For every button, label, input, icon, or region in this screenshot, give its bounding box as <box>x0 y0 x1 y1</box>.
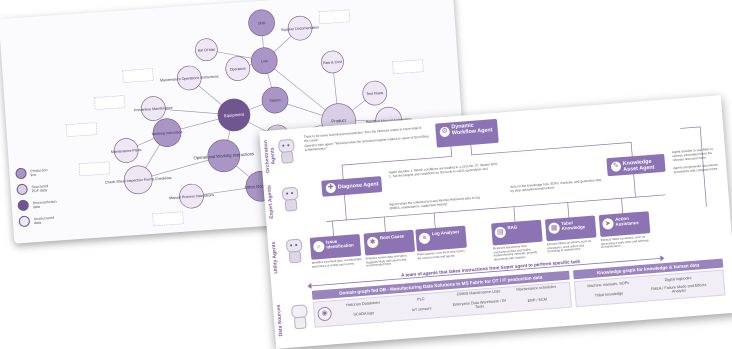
legend-label: Process/Action data <box>32 199 57 209</box>
graph-node-label: Bill Of Mat <box>198 48 215 53</box>
graph-annotation-box <box>392 59 424 75</box>
graph-node-label: Preventive Maintenance <box>134 106 173 113</box>
graph-node[interactable]: Operators <box>225 56 251 82</box>
graph-annotation-box <box>122 68 154 83</box>
table-icon: ▦ <box>548 222 561 235</box>
graph-node-label: Test Flows <box>366 91 383 96</box>
log-analyser-agent[interactable]: ≡ Log Analyser <box>415 225 467 252</box>
database-robot-icon <box>287 304 311 330</box>
graph-node-label: Maintenance Operations Instructions <box>160 74 219 82</box>
diagnose-icon: ✚ <box>325 182 337 194</box>
connector-lines <box>326 126 707 237</box>
graph-annotation-box <box>65 122 98 137</box>
graph-node-label: Working Instruction <box>152 130 183 136</box>
graph-node-circle <box>176 65 202 91</box>
agent-architecture-slide: Orchestration Agents Expert Agents Utili… <box>259 95 732 349</box>
graph-node-circle <box>207 139 241 173</box>
search-icon: ⌕ <box>312 240 325 253</box>
graph-node-circle <box>362 80 388 106</box>
legend-label: Unstructured data <box>33 215 55 225</box>
legend-swatch <box>18 215 31 228</box>
team-banner-arrow <box>307 255 665 289</box>
graph-node[interactable]: Station <box>261 86 289 114</box>
legend-label: Structured PDF data <box>31 183 49 193</box>
graph-node-circle <box>321 50 344 74</box>
legend-swatch <box>16 183 29 196</box>
graph-node-circle <box>248 9 275 37</box>
workflow-icon: ⚙ <box>439 126 451 138</box>
graph-node-circle <box>195 38 218 62</box>
action-assistance-agent[interactable]: ➤ Action Assistance <box>598 211 651 238</box>
legend-swatch <box>17 199 30 212</box>
action-icon: ➤ <box>602 218 614 230</box>
graph-node[interactable]: Raw & Cost <box>321 50 344 74</box>
graph-node[interactable]: Equipment <box>217 98 251 132</box>
graph-legend: Production line Structured PDF data Proc… <box>15 166 57 232</box>
dynamic-workflow-agent[interactable]: ⚙ Dynamic Workflow Agent <box>435 118 499 148</box>
graph-node-circle <box>113 138 139 163</box>
legend-item: Structured PDF data <box>16 182 54 196</box>
graph-node-label: Line <box>261 59 268 63</box>
robot-icon <box>282 238 306 264</box>
graph-node[interactable]: Supplier Documentation <box>280 15 320 42</box>
graph-node-label: Supplier Documentation <box>281 25 320 32</box>
graph-node-label: Maintenance Plans <box>111 148 142 154</box>
graph-node[interactable]: Check Sheet Inspection Forms Checklists <box>104 164 173 197</box>
graph-node-label: Operational Working Instructions <box>193 151 254 160</box>
legend-label: Production line <box>30 167 48 177</box>
graph-node-circle <box>225 56 251 81</box>
graph-node-circle <box>287 15 313 41</box>
robot-icon <box>278 186 302 212</box>
document-icon: ▤ <box>494 226 507 239</box>
graph-node[interactable]: Line <box>250 47 278 75</box>
graph-node-circle <box>250 47 278 75</box>
graph-node-label: Manual Process Instructions <box>169 193 215 200</box>
robot-icon <box>274 138 298 165</box>
tabul-knowledge-agent[interactable]: ▦ Tabul Knowledge <box>544 215 597 242</box>
graph-node-circle <box>123 165 153 195</box>
graph-annotation-box <box>152 211 184 227</box>
graph-node[interactable]: Test Flows <box>362 80 388 106</box>
graph-node[interactable]: Preventive Maintenance <box>133 95 173 122</box>
legend-item: Unstructured data <box>18 214 57 228</box>
graph-annotation-box <box>318 9 351 25</box>
graph-node-label: Operators <box>230 67 246 72</box>
graph-node-circle <box>141 96 166 121</box>
knowledge-icon: ✎ <box>610 161 622 172</box>
graph-node-circle <box>261 86 289 114</box>
graph-node[interactable]: Bill Of Mat <box>195 38 218 62</box>
root-icon: ✱ <box>366 236 379 249</box>
rag-agent[interactable]: ▤ RAG <box>491 219 543 246</box>
graph-node-label: Product <box>331 118 347 124</box>
graph-node-label: Other Documents <box>244 183 277 190</box>
graph-annotation-box <box>78 161 111 177</box>
graph-node-label: Station <box>269 98 280 103</box>
legend-item: Production line <box>15 166 53 180</box>
root-cause-agent[interactable]: ✱ Root Cause <box>363 229 416 256</box>
graph-node-label: Equipment <box>224 112 245 118</box>
graph-node[interactable]: Working Instruction <box>151 118 184 148</box>
issue-identification-agent[interactable]: ⌕ Issue Identification <box>309 233 362 260</box>
legend-item: Process/Action data <box>17 198 57 212</box>
graph-node-circle <box>152 118 182 147</box>
graph-annotation-box <box>94 95 126 110</box>
graph-node-label: Check Sheet Inspection Forms Checklists <box>105 176 172 185</box>
graph-node[interactable]: Maintenance Operations Instructions <box>159 64 219 92</box>
graph-node-label: Raw & Cost <box>323 60 342 65</box>
log-icon: ≡ <box>418 232 431 245</box>
graph-node-label: Shift <box>258 21 265 25</box>
graph-node-circle <box>179 183 204 209</box>
graph-node-circle <box>217 98 251 132</box>
graph-node[interactable]: Shift <box>248 9 276 37</box>
graph-node[interactable]: Operational Working Instructions <box>192 138 255 174</box>
graph-node[interactable]: Manual Process Instructions <box>168 183 215 210</box>
legend-swatch <box>15 167 27 180</box>
graph-node[interactable]: Maintenance Plans <box>110 138 142 164</box>
